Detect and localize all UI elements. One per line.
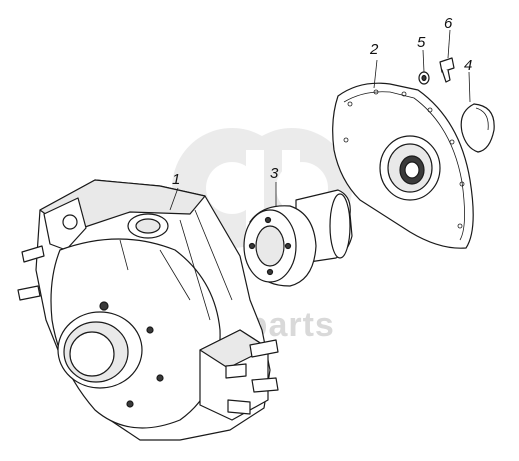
screw-part <box>439 57 455 83</box>
callout-1: 1 <box>172 171 180 188</box>
callout-labels: 1 2 3 4 5 6 <box>172 15 472 188</box>
housing-part <box>17 179 279 441</box>
cover-plate-holes <box>343 89 465 229</box>
washer-part <box>418 71 430 85</box>
leader-lines <box>169 29 471 211</box>
cover-plate-part <box>332 82 474 249</box>
hub-bolt-holes <box>248 216 292 276</box>
callout-2: 2 <box>369 41 379 58</box>
right-studs <box>225 339 279 415</box>
callout-4: 4 <box>464 57 472 74</box>
snap-ring-part <box>460 103 495 153</box>
left-studs <box>17 245 45 301</box>
callout-5: 5 <box>417 34 426 51</box>
hub-part <box>243 189 353 287</box>
callout-6: 6 <box>444 15 453 32</box>
callout-3: 3 <box>270 165 279 182</box>
